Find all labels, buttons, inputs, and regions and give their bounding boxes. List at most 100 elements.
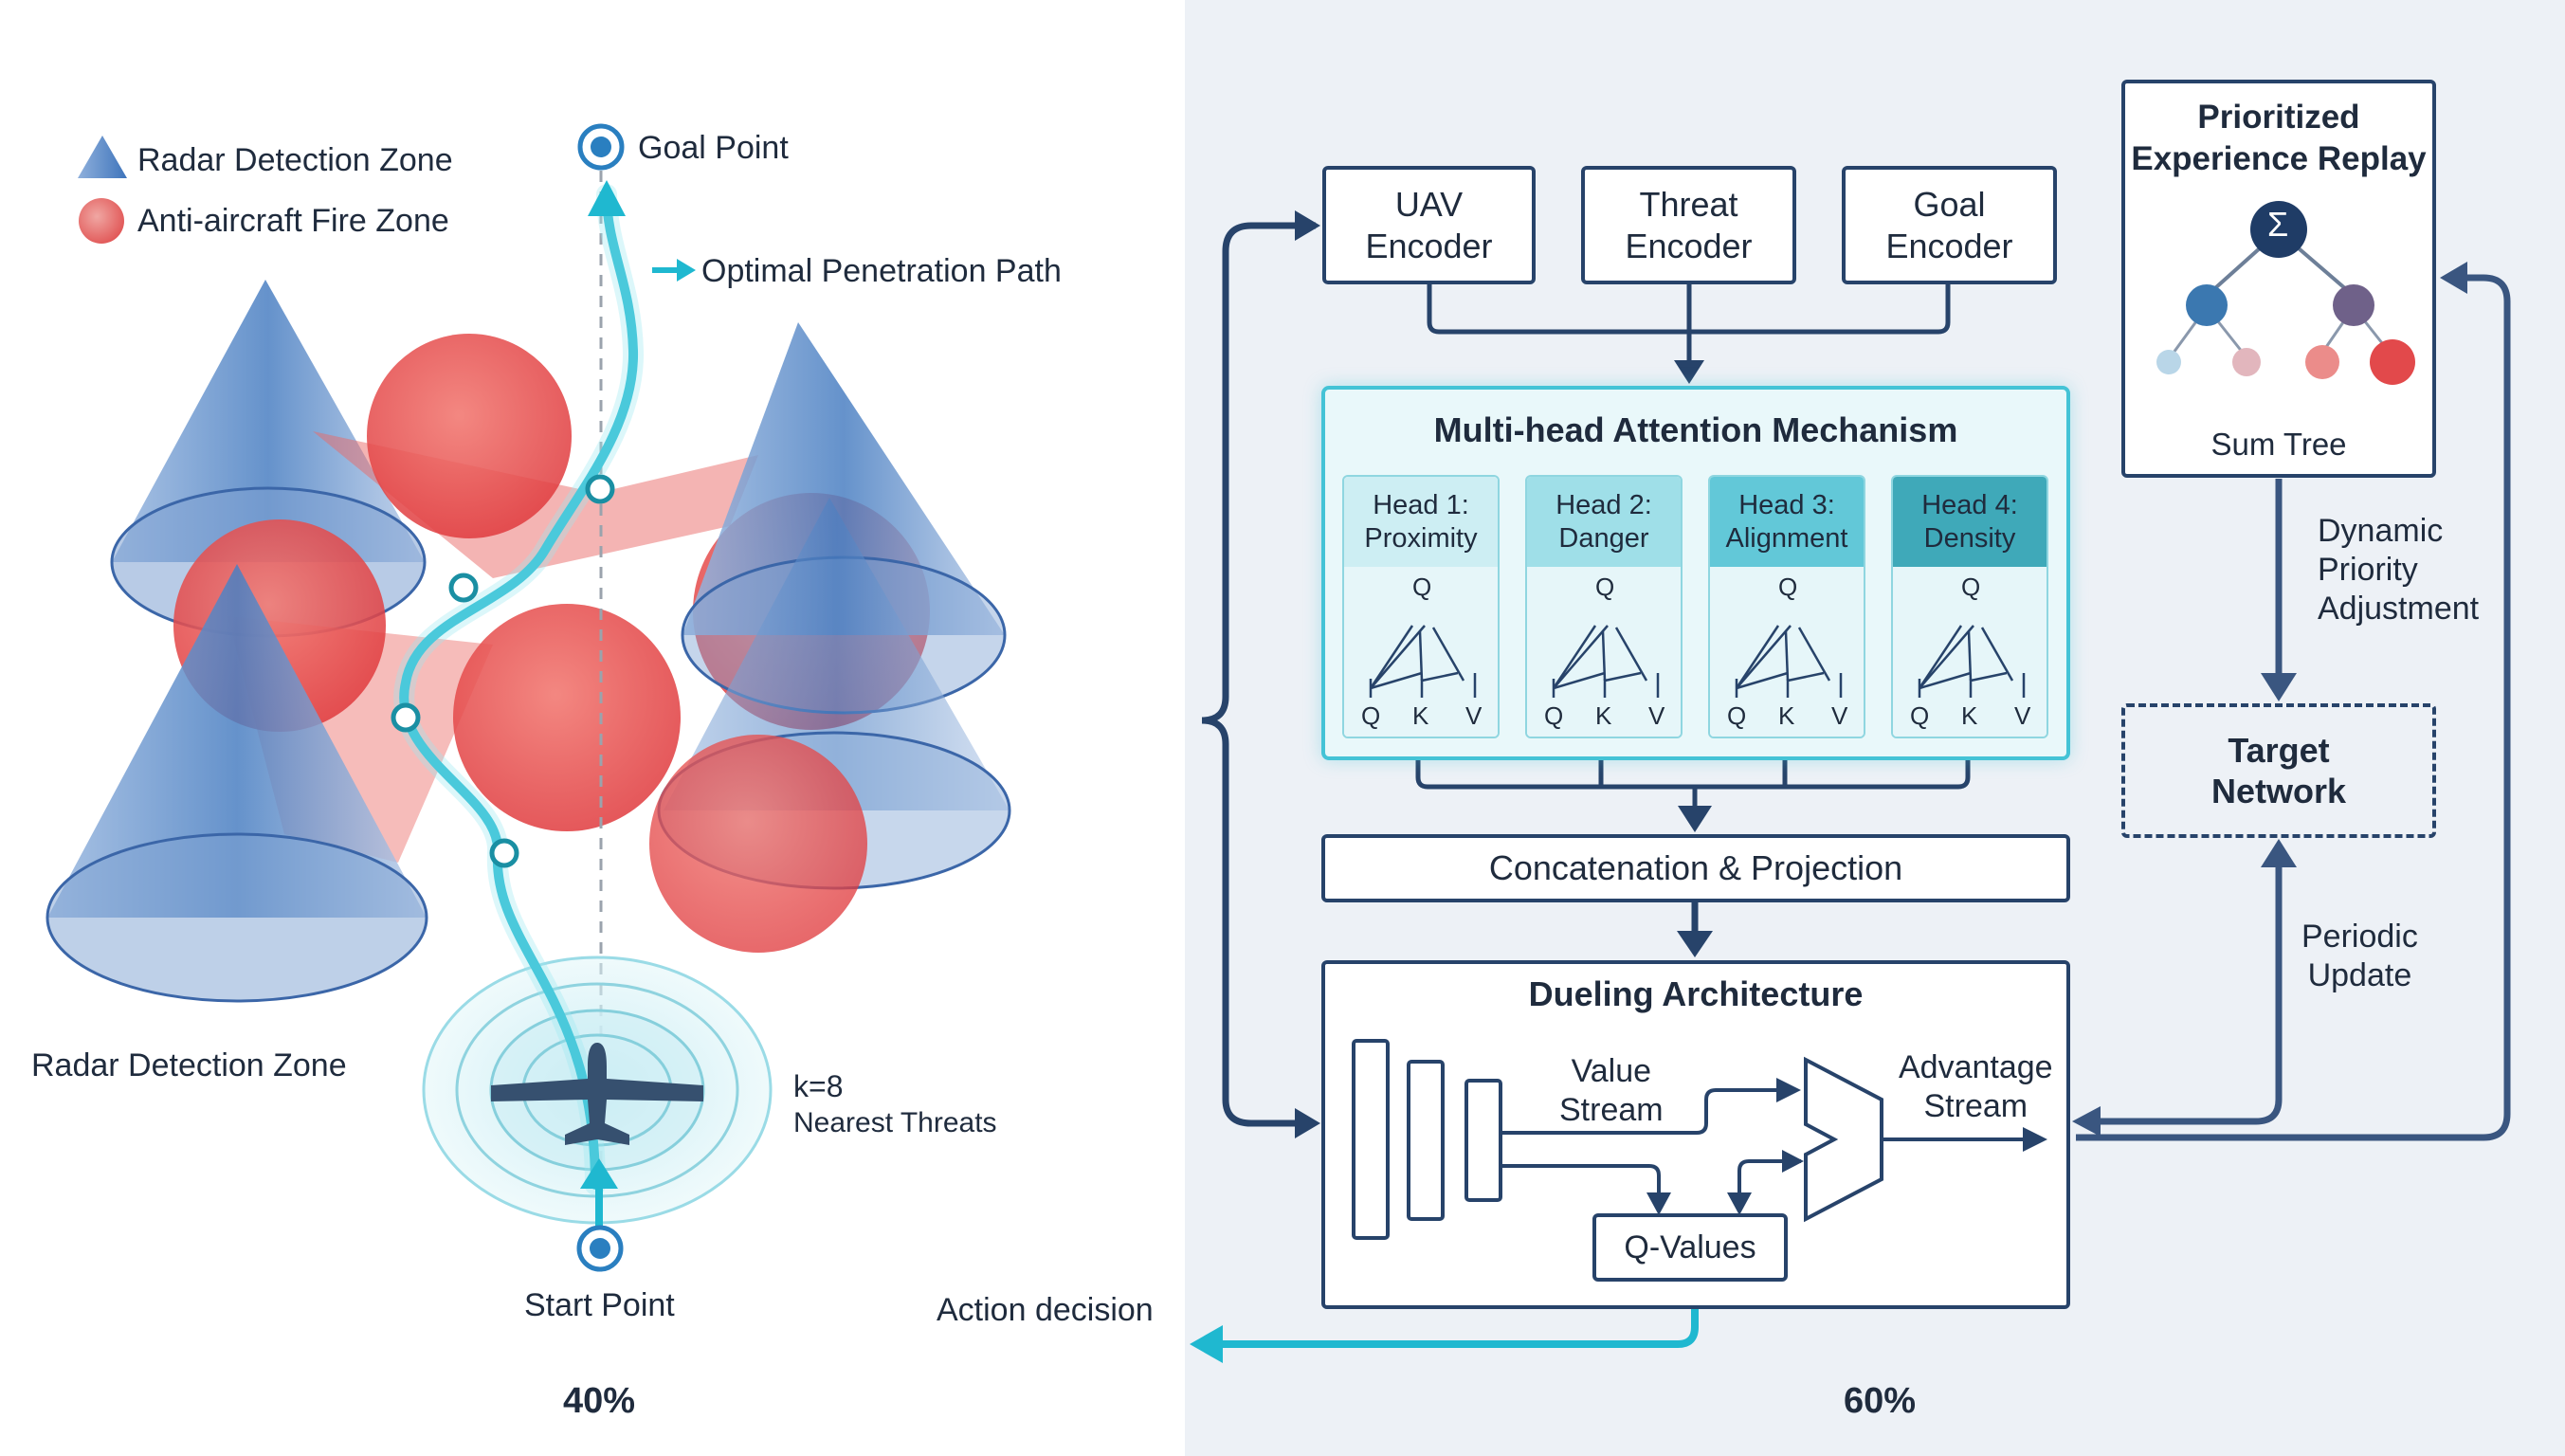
q-values-label: Q-Values	[1624, 1228, 1756, 1265]
attention-edge-4	[1431, 627, 1465, 682]
sum-tree-graphic	[2156, 201, 2415, 385]
arrow-into-dueling-right	[2072, 1106, 2101, 1137]
arrow-into-per	[2440, 262, 2467, 294]
attention-edge-4	[1797, 627, 1831, 682]
leaf-node-1	[2156, 350, 2181, 374]
arrow-to-dueling-box	[1677, 931, 1713, 957]
start-point-marker	[576, 1225, 624, 1272]
attention-edge-4	[1980, 627, 2014, 682]
multi-head-attention-panel: Multi-head Attention Mechanism Head 1:Pr…	[1321, 386, 2070, 760]
head-3-value-bottom-label: V	[1831, 701, 1848, 730]
fire-zone-bottom-right	[649, 735, 867, 953]
sum-symbol: Σ	[2267, 205, 2289, 244]
attention-edge-6	[1421, 671, 1459, 682]
concat-projection-box: Concatenation & Projection	[1321, 834, 2070, 902]
waypoint-4	[489, 838, 519, 868]
optimal-path-glow	[393, 184, 645, 1195]
dynamic-line2: Priority	[2318, 551, 2418, 588]
head-2-query-bottom-label: Q	[1544, 701, 1564, 730]
dynamic-line3: Adjustment	[2318, 590, 2480, 627]
head-1-line1: Head 1:	[1373, 489, 1469, 520]
attention-edge-6	[1604, 671, 1642, 682]
threat-encoder-line1: Threat	[1639, 185, 1738, 225]
attention-edge-5	[1370, 671, 1423, 690]
attention-edge-2	[1370, 625, 1426, 689]
head-3-line1: Head 3:	[1738, 489, 1835, 520]
legend-radar-icon	[78, 136, 127, 178]
radar-cone-left-lower	[45, 564, 428, 1003]
attention-edge-4	[1614, 627, 1648, 682]
waypoint-2	[448, 573, 479, 603]
arrow-to-concat	[1678, 806, 1712, 832]
legend-radar-label: Radar Detection Zone	[137, 142, 453, 178]
attention-arrows	[1918, 625, 2026, 698]
dynamic-line1: Dynamic	[2318, 513, 2444, 549]
head-2-value-bottom-label: V	[1648, 701, 1665, 730]
leaf-node-4	[2370, 339, 2415, 385]
heads-merge-lines	[1415, 735, 1971, 813]
path-legend-arrowhead	[677, 259, 696, 282]
head-2-header: Head 2:Danger	[1527, 477, 1681, 567]
k-label: k=8	[793, 1069, 844, 1103]
legend-fire-label: Anti-aircraft Fire Zone	[137, 203, 449, 239]
uav-aircraft-icon	[491, 1043, 703, 1145]
fire-zone-top	[367, 334, 572, 538]
goal-encoder-line1: Goal	[1913, 185, 1986, 225]
arrow-to-encoders	[1295, 210, 1320, 241]
attention-edge-6	[1787, 671, 1825, 682]
head-3-query-top-label: Q	[1778, 573, 1798, 601]
head-3-header: Head 3:Alignment	[1710, 477, 1864, 567]
head-4-query-bottom-label: Q	[1910, 701, 1930, 730]
goal-point-marker	[577, 123, 625, 171]
advantage-stream-line2: Stream	[1923, 1087, 2028, 1124]
start-point-label: Start Point	[524, 1287, 675, 1323]
head-1-line2: Proximity	[1364, 522, 1478, 554]
periodic-line2: Update	[2307, 956, 2412, 993]
path-arrowhead	[588, 180, 626, 216]
optimal-path-label: Optimal Penetration Path	[701, 253, 1062, 289]
head-1-key-bottom-label: K	[1412, 701, 1429, 730]
attention-edge-2	[1919, 625, 1974, 689]
head-4-line1: Head 4:	[1921, 489, 2018, 520]
head-4-key-bottom-label: K	[1961, 701, 1978, 730]
fire-zone-center	[453, 604, 681, 831]
attention-arrows	[1735, 625, 1843, 698]
attention-edge-1	[1735, 625, 1780, 689]
legend-fire-icon	[79, 198, 124, 244]
arrow-to-attention	[1674, 360, 1704, 384]
action-arrowhead	[1190, 1325, 1223, 1363]
goal-encoder-line2: Encoder	[1885, 226, 2013, 265]
value-stream-line1: Value	[1571, 1053, 1652, 1089]
head-4-value-bottom-label: V	[2014, 701, 2031, 730]
head-2-query-top-label: Q	[1595, 573, 1615, 601]
attention-edge-1	[1918, 625, 1963, 689]
head-1-value-bottom-label: V	[1465, 701, 1483, 730]
tree-node-right	[2333, 284, 2374, 326]
head-3-line2: Alignment	[1725, 522, 1848, 554]
tree-node-left	[2186, 284, 2228, 326]
advantage-stream-line1: Advantage	[1899, 1049, 2053, 1085]
head-4-header: Head 4:Density	[1893, 477, 2047, 567]
attention-edge-1	[1552, 625, 1597, 689]
arrow-to-target-up	[2261, 839, 2297, 867]
head-3-key-bottom-label: K	[1778, 701, 1795, 730]
attention-edge-2	[1553, 625, 1609, 689]
state-bracket	[1201, 222, 1316, 1127]
attention-edge-6	[1970, 671, 2008, 682]
action-decision-line	[1218, 1282, 1699, 1348]
attention-arrows	[1552, 625, 1660, 698]
per-title-line1: Prioritized	[2197, 99, 2360, 136]
